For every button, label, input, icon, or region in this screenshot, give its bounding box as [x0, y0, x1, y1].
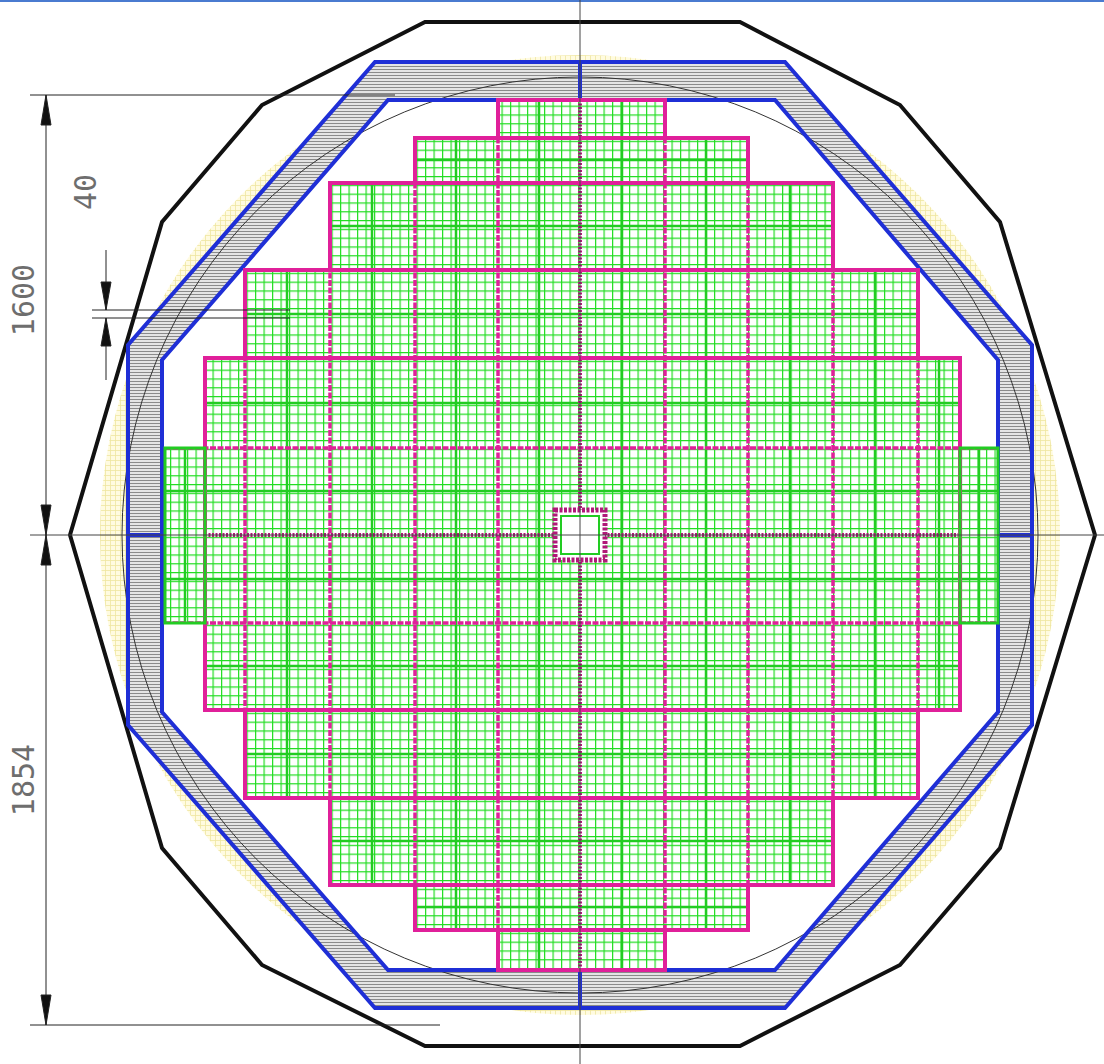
dimension-value: 1600: [9, 264, 39, 336]
center-line: [30, 535, 1104, 536]
outer-shell: [70, 22, 1095, 1046]
center-line: [580, 0, 581, 1064]
dimension-lines: [30, 95, 440, 1025]
frame-line: [0, 0, 1104, 2]
dimension-value: 1854: [9, 744, 39, 816]
dimension-value: 40: [71, 174, 101, 210]
